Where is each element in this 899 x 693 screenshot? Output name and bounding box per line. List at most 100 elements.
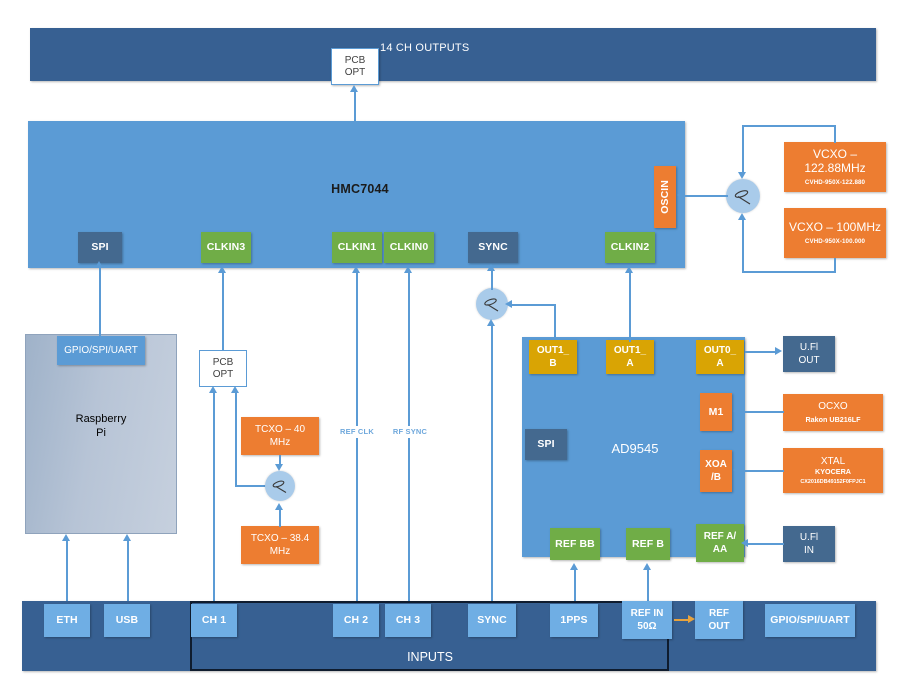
ufl-out-block: U.Fl OUT — [783, 336, 835, 372]
bottom-port-ch1-label: CH 1 — [201, 614, 227, 627]
raspberry-pi-gpio-port: GPIO/SPI/UART — [57, 336, 145, 365]
connector-pi-to-hmc-spi — [99, 266, 101, 338]
pcb-opt-top: PCB OPT — [331, 48, 379, 85]
connector-refclk-to-clkin1 — [356, 272, 358, 604]
arrowhead-syncswitch-right-in — [505, 300, 512, 308]
arrowhead-clkin0-in — [404, 266, 412, 273]
bottom-port-ch3: CH 3 — [385, 604, 431, 637]
bottom-port-ch3-label: CH 3 — [395, 614, 421, 627]
hmc7044-port-spi-label: SPI — [91, 241, 109, 254]
connector-rfsync-to-clkin0 — [408, 272, 410, 604]
ocxo-part: Rakon UB216LF — [805, 414, 861, 424]
raspberry-pi-gpio-label: GPIO/SPI/UART — [64, 344, 138, 356]
vcxo-122m-part: CVHD-950X-122.880 — [804, 179, 866, 187]
arrowhead-refout-in — [688, 615, 695, 623]
outputs-bar-label: 14 CH OUTPUTS — [380, 41, 470, 54]
xtal-name: XTAL — [820, 455, 846, 467]
vcxo-100m-name: VCXO – 100MHz — [788, 220, 882, 235]
ad9545-port-m1: M1 — [700, 393, 732, 431]
ad9545-port-out1b-line1: OUT1_ — [536, 345, 570, 356]
outputs-bar — [30, 28, 876, 81]
tcxo-38m4-line1: TCXO – 38.4 — [250, 533, 310, 544]
hmc7044-port-clkin3-label: CLKIN3 — [206, 241, 246, 254]
arrowhead-hmc-spi-in — [95, 261, 103, 268]
ufl-in-block: U.Fl IN — [783, 526, 835, 562]
bottom-port-sync: SYNC — [468, 604, 516, 637]
bottom-port-ch1: CH 1 — [191, 604, 237, 637]
switch-symbol-icon — [734, 190, 751, 205]
arrowhead-refbb-in — [570, 563, 578, 570]
xtal-block: XTAL KYOCERA CX2016DB49152F0FPJC1 — [783, 448, 883, 493]
vcxo-100m-block: VCXO – 100MHz CVHD-950X-100.000 — [784, 208, 886, 258]
connector-ch1-to-pcbopt — [213, 392, 215, 604]
connector-eth-to-pi — [66, 540, 68, 604]
bottom-port-ch2-label: CH 2 — [343, 614, 369, 627]
ad9545-port-refaaa: REF A/ AA — [696, 524, 744, 562]
bottom-port-refin-line2: 50Ω — [637, 620, 657, 632]
raspberry-pi-name-line2: Pi — [96, 426, 106, 439]
hmc7044-port-clkin2: CLKIN2 — [605, 232, 655, 263]
tcxo-40m-line1: TCXO – 40 — [254, 424, 306, 435]
path-label-ref-clk: REF CLK — [331, 426, 383, 438]
bottom-port-gpio: GPIO/SPI/UART — [765, 604, 855, 637]
switch-symbol-icon — [272, 480, 287, 493]
ad9545-port-spi: SPI — [525, 429, 567, 460]
connector-vcxo100-across — [742, 271, 836, 273]
bottom-port-1pps: 1PPS — [550, 604, 598, 637]
connector-ocxo-to-m1 — [740, 411, 784, 413]
bottom-port-eth: ETH — [44, 604, 90, 637]
ad9545-port-xoab-line1: XOA — [705, 459, 727, 470]
pcb-opt-mid-line1: PCB — [212, 356, 234, 368]
arrowhead-pi-usb-in — [123, 534, 131, 541]
xtal-part: CX2016DB49152F0FPJC1 — [800, 479, 866, 486]
arrowhead-syncswitch-bottom-in — [487, 319, 495, 326]
sync-select-switch — [476, 288, 508, 320]
connector-out1b-across — [512, 304, 556, 306]
hmc7044-port-clkin1: CLKIN1 — [332, 232, 382, 263]
ad9545-port-refb-label: REF B — [632, 537, 664, 550]
arrowhead-switch-top-in — [738, 172, 746, 179]
tcxo-38m4-line2: MHz — [269, 545, 291, 557]
hmc7044-port-clkin3: CLKIN3 — [201, 232, 251, 263]
raspberry-pi-name-line1: Raspberry — [75, 412, 127, 425]
connector-out0a-to-uflout — [745, 351, 776, 353]
connector-refin-to-refout — [674, 619, 690, 621]
connector-syncswitch-to-sync — [491, 270, 493, 290]
bottom-port-refout: REF OUT — [695, 601, 743, 639]
bottom-port-refout-line1: REF — [709, 608, 729, 619]
connector-vcxo100-down — [834, 258, 836, 273]
hmc7044-port-spi: SPI — [78, 232, 122, 263]
arrowhead-uflout-in — [775, 347, 782, 355]
bottom-port-gpio-label: GPIO/SPI/UART — [770, 614, 850, 627]
hmc7044-port-sync-label: SYNC — [478, 241, 508, 254]
connector-tcxo40-down — [279, 455, 281, 467]
connector-tcxoswitch-across — [235, 485, 270, 487]
ad9545-port-out1a: OUT1_ A — [606, 340, 654, 374]
ad9545-port-spi-label: SPI — [537, 438, 555, 451]
connector-out1a-to-clkin2 — [629, 272, 631, 342]
arrowhead-refb-in — [643, 563, 651, 570]
connector-refin-to-refb — [647, 569, 649, 604]
connector-xtal-to-xoab — [740, 470, 784, 472]
ad9545-title: AD9545 — [611, 440, 659, 456]
tcxo-40m-block: TCXO – 40 MHz — [241, 417, 319, 455]
ad9545-port-refb: REF B — [626, 528, 670, 560]
bottom-port-refout-line2: OUT — [708, 620, 730, 632]
ad9545-port-xoab-line2: /B — [711, 471, 721, 483]
xtal-vendor: KYOCERA — [815, 467, 851, 476]
arrowhead-tcxoswitch-bottom-in — [275, 503, 283, 510]
arrowhead-refaaa-in — [741, 539, 748, 547]
bottom-port-refin-line1: REF IN — [630, 608, 664, 619]
path-label-rf-sync: RF SYNC — [384, 426, 436, 438]
tcxo-select-switch — [265, 471, 295, 501]
pcb-opt-mid: PCB OPT — [199, 350, 247, 387]
hmc7044-port-clkin2-label: CLKIN2 — [610, 241, 650, 254]
vcxo-select-switch — [726, 179, 760, 213]
ad9545-port-refaaa-line1: REF A/ — [703, 531, 737, 542]
ad9545-port-xoab: XOA /B — [700, 450, 732, 492]
ufl-in-line2: IN — [804, 544, 814, 556]
connector-usb-to-pi — [127, 540, 129, 604]
connector-out1b-up — [554, 304, 556, 340]
vcxo-100m-part: CVHD-950X-100.000 — [804, 237, 866, 245]
